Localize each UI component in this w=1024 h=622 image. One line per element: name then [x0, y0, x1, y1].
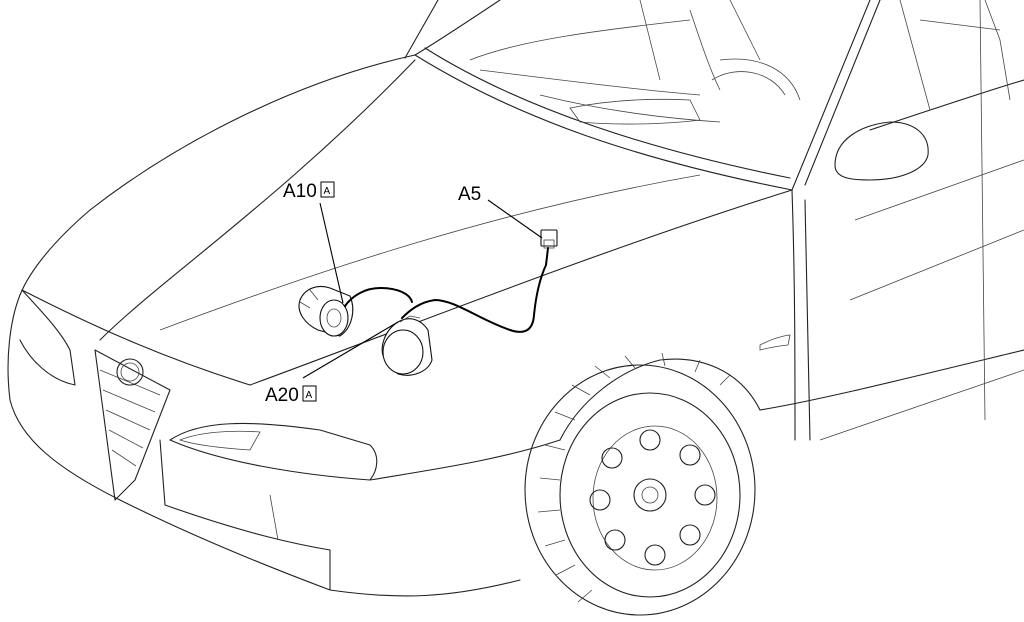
label-a5: A5 — [458, 184, 481, 205]
label-a20-code: A20 — [265, 385, 299, 406]
leader-a20 — [302, 321, 399, 379]
car-body-outline — [7, 0, 1024, 597]
label-a10: A10 A — [283, 181, 335, 202]
label-a10-code: A10 — [283, 181, 317, 202]
label-a20-box — [302, 385, 317, 402]
leader-a5 — [487, 199, 543, 239]
front-wheel — [524, 352, 756, 616]
label-a10-box-letter: A — [324, 186, 331, 197]
leader-lines — [302, 199, 543, 379]
horn-a10 — [298, 285, 354, 337]
horn-a20 — [381, 315, 433, 376]
label-a20-box-letter: A — [306, 390, 313, 401]
label-a20: A20 A — [265, 385, 317, 406]
label-a5-code: A5 — [458, 184, 481, 205]
horn-wiring-harness — [344, 247, 549, 333]
connector-a5 — [540, 229, 558, 249]
label-a10-box — [320, 181, 335, 198]
leader-a10 — [319, 202, 344, 304]
